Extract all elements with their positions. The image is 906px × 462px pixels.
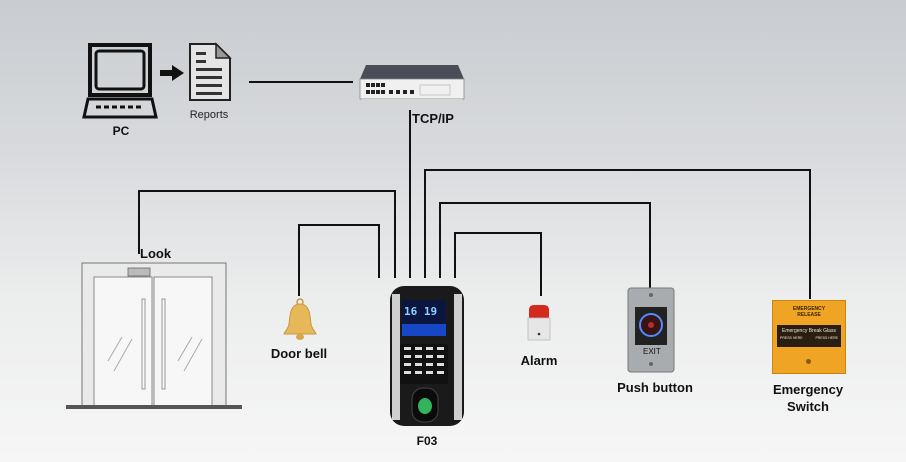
tcpip-label: TCP/IP [412,111,454,126]
wire-push-h [439,202,651,204]
bell-icon [283,298,317,340]
terminal-screen-time: 16 19 [404,305,438,318]
arrow-icon [160,65,184,81]
emergency-band-small: PRESS HERE PRESS HERE [777,334,841,342]
wire-alarm-v2 [540,232,542,296]
lock-label: Look [140,246,172,261]
alarm-label: Alarm [520,353,558,368]
network-switch-icon [359,65,465,102]
wire-switch-controller [409,110,411,278]
emergency-label-line1: Emergency [772,382,844,397]
emergency-screw [806,359,811,364]
pc-label: PC [112,124,130,138]
pc-icon [82,43,158,119]
emergency-label-line2: Switch [787,399,829,414]
wire-push-v2 [649,202,651,288]
controller-label: F03 [416,434,438,448]
wire-lock-v2 [394,190,396,278]
wire-reports-switch [249,81,353,83]
door-bell-label: Door bell [270,346,328,361]
glass-door-icon [66,262,242,409]
reports-label: Reports [189,109,229,121]
emergency-plate-title-1: EMERGENCY [792,306,826,312]
emergency-band-text: Emergency Break Glass [782,328,836,334]
press-here-left: PRESS HERE [780,336,803,340]
emergency-break-glass-icon: EMERGENCY RELEASE Emergency Break Glass … [772,300,846,374]
emergency-plate-band: Emergency Break Glass PRESS HERE PRESS H… [777,325,841,347]
wire-alarm-v1 [454,232,456,278]
fingerprint-terminal-icon [390,286,464,426]
press-here-right: PRESS HERE [815,336,838,340]
wire-lock-h [138,190,396,192]
wire-bell-v2 [378,224,380,278]
wire-emergency-v2 [809,169,811,299]
wire-emergency-v1 [424,169,426,278]
wire-lock-v1 [138,190,140,254]
exit-text: EXIT [643,347,661,356]
wire-emergency-h [424,169,811,171]
wire-alarm-h [454,232,542,234]
wire-bell-v1 [298,224,300,296]
alarm-siren-icon [527,305,551,341]
document-icon [189,42,232,101]
push-button-label: Push button [617,380,693,395]
emergency-plate-title-2: RELEASE [797,312,821,318]
wire-push-v1 [439,202,441,278]
wire-bell-h [298,224,380,226]
exit-button-icon [627,287,675,373]
